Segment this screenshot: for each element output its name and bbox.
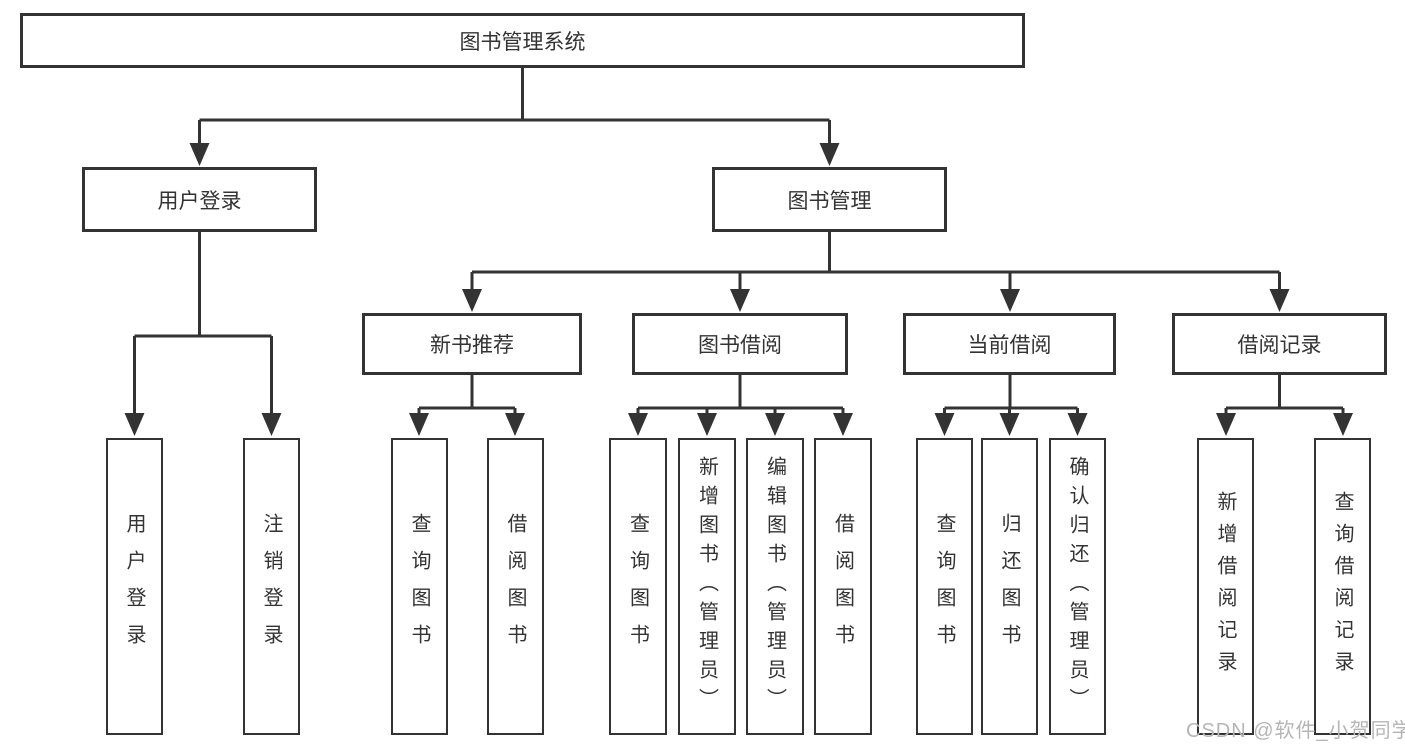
node-borrow-records: 借阅记录 <box>1172 313 1387 375</box>
watermark: CSDN @软件_小贺同学 <box>1186 720 1405 742</box>
node-new-book-recommend: 新书推荐 <box>362 313 582 375</box>
leaf-query-borrow-record: 查询借阅记录 <box>1314 438 1371 735</box>
leaf-logout: 注销登录 <box>243 438 300 735</box>
leaf-query-books-recommend: 查询图书 <box>391 438 448 735</box>
leaf-add-borrow-record: 新增借阅记录 <box>1197 438 1254 735</box>
leaf-confirm-return-admin: 确认归还（管理员） <box>1049 438 1106 735</box>
leaf-user-login: 用户登录 <box>106 438 163 735</box>
leaf-add-book-admin: 新增图书（管理员） <box>678 438 736 735</box>
node-root-system: 图书管理系统 <box>20 13 1025 68</box>
node-current-borrow: 当前借阅 <box>903 313 1116 375</box>
leaf-borrow-books-recommend: 借阅图书 <box>487 438 544 735</box>
leaf-borrow-books: 借阅图书 <box>814 438 872 735</box>
leaf-query-books-current: 查询图书 <box>916 438 973 735</box>
leaf-edit-book-admin: 编辑图书（管理员） <box>746 438 804 735</box>
leaf-query-books-borrow: 查询图书 <box>609 438 667 735</box>
node-user-login: 用户登录 <box>82 167 317 232</box>
node-book-borrow: 图书借阅 <box>632 313 848 375</box>
leaf-return-book: 归还图书 <box>981 438 1038 735</box>
node-book-management: 图书管理 <box>712 167 947 232</box>
